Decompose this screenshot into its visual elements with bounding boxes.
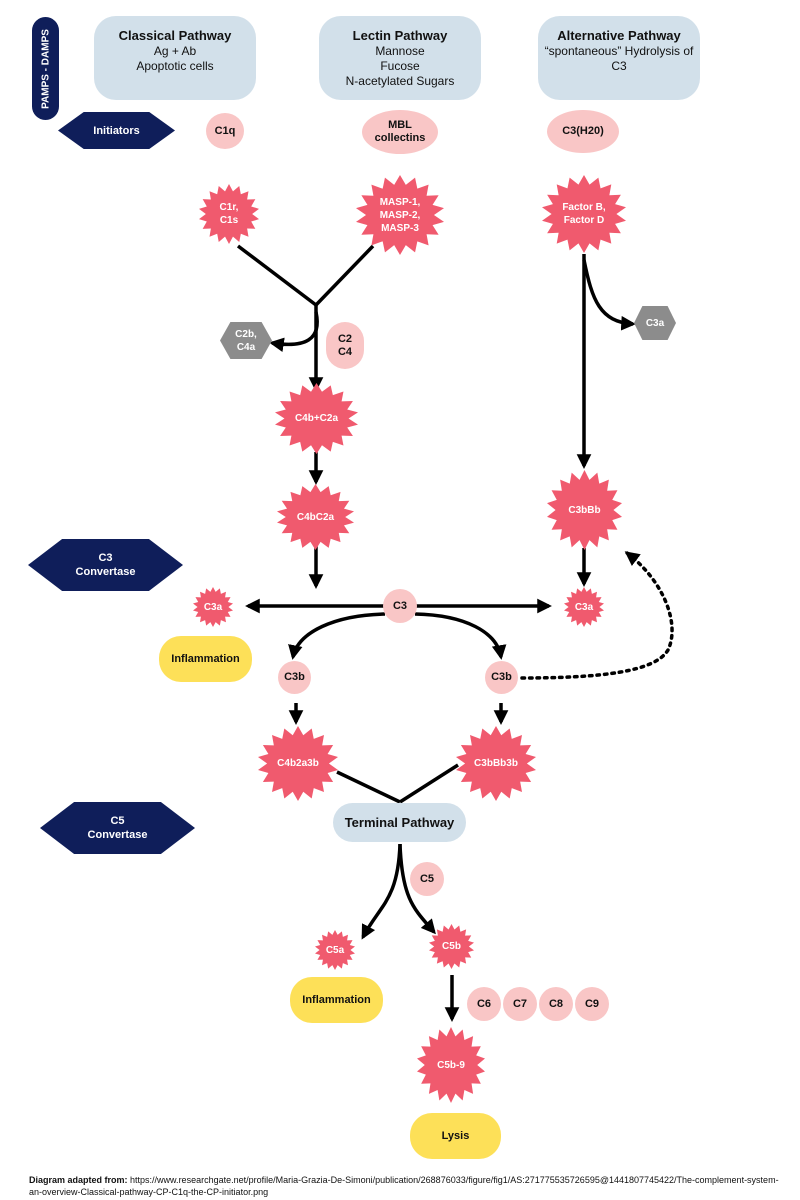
lectin-pathway-box: Lectin Pathway Mannose Fucose N-acetylat… (319, 16, 481, 100)
pamps-damps-label: PAMPS - DAMPS (32, 17, 59, 120)
arrow-to-c2b-c4a (269, 311, 319, 353)
c3-node: C3 (383, 589, 417, 623)
c3a-alt-node: C3a (634, 306, 676, 340)
classical-pathway-box: Classical Pathway Ag + Ab Apoptotic cell… (94, 16, 256, 100)
alternative-pathway-title: Alternative Pathway (557, 28, 681, 43)
lectin-pathway-title: Lectin Pathway (352, 28, 448, 43)
arrow-to-c3b-right (414, 612, 507, 660)
c1r-connector (236, 244, 318, 307)
lectin-pathway-trigger: N-acetylated Sugars (345, 74, 455, 88)
lectin-pathway-trigger: Fucose (380, 59, 420, 73)
inflammation-outcome: Inflammation (290, 977, 383, 1023)
source-citation: Diagram adapted from: https://www.resear… (29, 1174, 779, 1198)
initiators-label: Initiators (58, 112, 175, 149)
classical-pathway-trigger: Apoptotic cells (136, 59, 214, 73)
classical-pathway-title: Classical Pathway (118, 28, 232, 43)
lectin-pathway-trigger: Mannose (375, 44, 425, 58)
c3h2o-node: C3(H20) (547, 110, 619, 153)
c3b-left-node: C3b (278, 661, 311, 694)
inflammation-outcome: Inflammation (159, 636, 252, 682)
c4b2a3b-connector (336, 770, 401, 804)
arrow-to-c5a (361, 843, 402, 940)
alternative-pathway-trigger: C3 (611, 59, 627, 73)
arrow-to-c3b-left (288, 612, 386, 660)
terminal-pathway-box: Terminal Pathway (333, 803, 466, 842)
alternative-pathway-box: Alternative Pathway “spontaneous” Hydrol… (538, 16, 700, 100)
arrow-to-c5b (398, 843, 436, 935)
arrow-to-c3a-alt (582, 259, 636, 331)
c5-convertase-label: C5 Convertase (40, 802, 195, 854)
masp-connector (314, 244, 375, 307)
c5-node: C5 (410, 862, 444, 896)
citation-link[interactable]: https://www.researchgate.net/profile/Mar… (29, 1175, 779, 1197)
mbl-collectins-node: MBL collectins (362, 110, 438, 154)
citation-label: Diagram adapted from: (29, 1175, 128, 1185)
classical-pathway-trigger: Ag + Ab (153, 44, 197, 58)
c8-node: C8 (539, 987, 573, 1021)
lysis-outcome: Lysis (410, 1113, 501, 1159)
c3b-right-node: C3b (485, 661, 518, 694)
c6-node: C6 (467, 987, 501, 1021)
c7-node: C7 (503, 987, 537, 1021)
c3-convertase-label: C3 Convertase (28, 539, 183, 591)
feedback-loop-to-c3bbb (520, 551, 674, 680)
alternative-pathway-trigger: “spontaneous” Hydrolysis of (544, 44, 694, 58)
c2b-c4a-node: C2b, C4a (220, 322, 272, 359)
c2-c4-node: C2 C4 (326, 322, 364, 369)
c1q-node: C1q (206, 113, 244, 149)
c9-node: C9 (575, 987, 609, 1021)
c3bbb3b-connector (399, 763, 459, 804)
